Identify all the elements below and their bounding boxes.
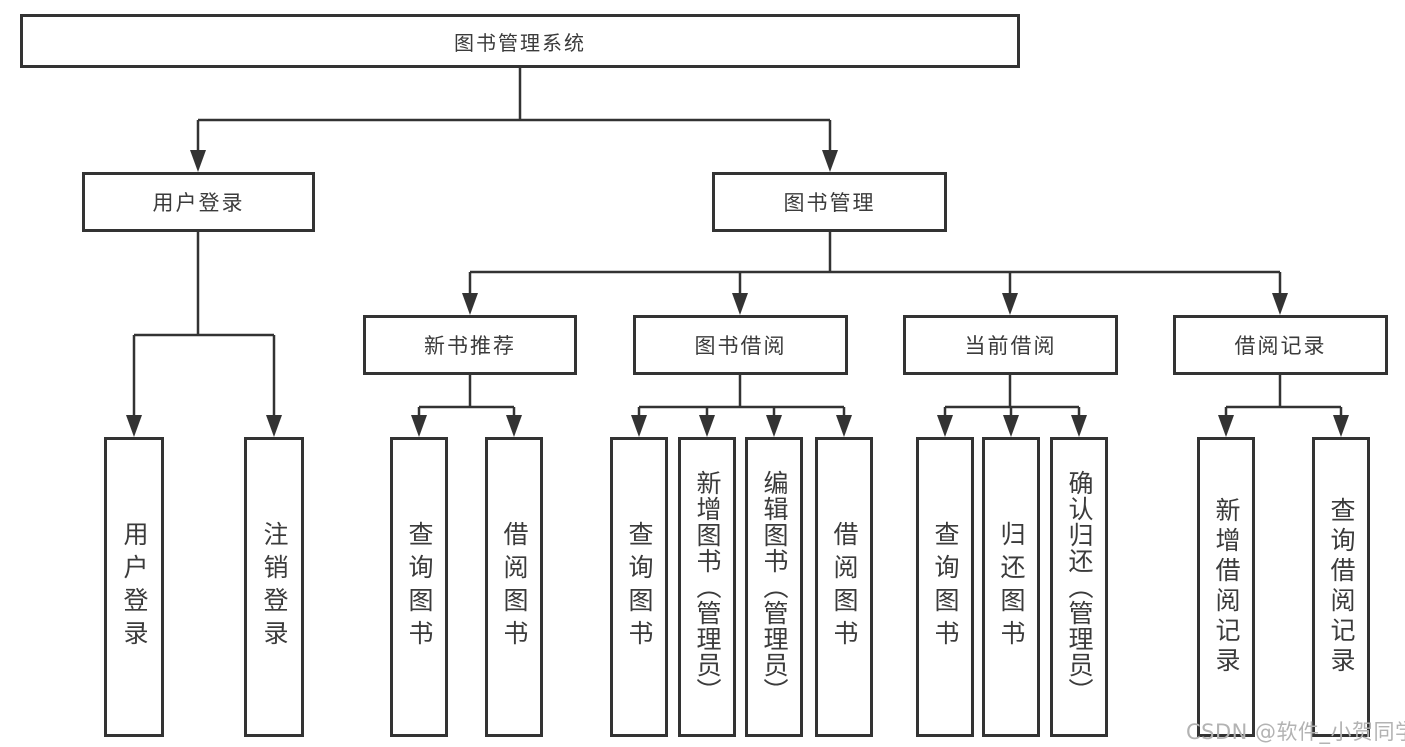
leaf-query-books-borrow: 查询图书: [610, 437, 668, 737]
leaf-query-books-recommend: 查询图书: [390, 437, 448, 737]
leaf-confirm-return-admin: 确认归还（管理员）: [1050, 437, 1108, 737]
leaf-edit-books-admin: 编辑图书（管理员）: [745, 437, 803, 737]
node-book-borrowing: 图书借阅: [633, 315, 848, 375]
leaf-logout: 注销登录: [244, 437, 304, 737]
node-borrowing-records: 借阅记录: [1173, 315, 1388, 375]
leaf-query-books-current: 查询图书: [916, 437, 974, 737]
node-user-login: 用户登录: [82, 172, 315, 232]
tree-edges: [132, 68, 1343, 417]
node-current-borrowing: 当前借阅: [903, 315, 1118, 375]
leaf-query-borrow-record: 查询借阅记录: [1312, 437, 1370, 737]
node-book-management: 图书管理: [712, 172, 947, 232]
leaf-add-books-admin: 新增图书（管理员）: [678, 437, 736, 737]
csdn-watermark: CSDN @软件_小贺同学: [1186, 720, 1405, 744]
leaf-user-login: 用户登录: [104, 437, 164, 737]
leaf-borrow-books: 借阅图书: [815, 437, 873, 737]
node-library-management-system: 图书管理系统: [20, 14, 1020, 68]
leaf-return-books: 归还图书: [982, 437, 1040, 737]
leaf-add-borrow-record: 新增借阅记录: [1197, 437, 1255, 737]
leaf-borrow-books-recommend: 借阅图书: [485, 437, 543, 737]
node-new-book-recommendation: 新书推荐: [363, 315, 577, 375]
